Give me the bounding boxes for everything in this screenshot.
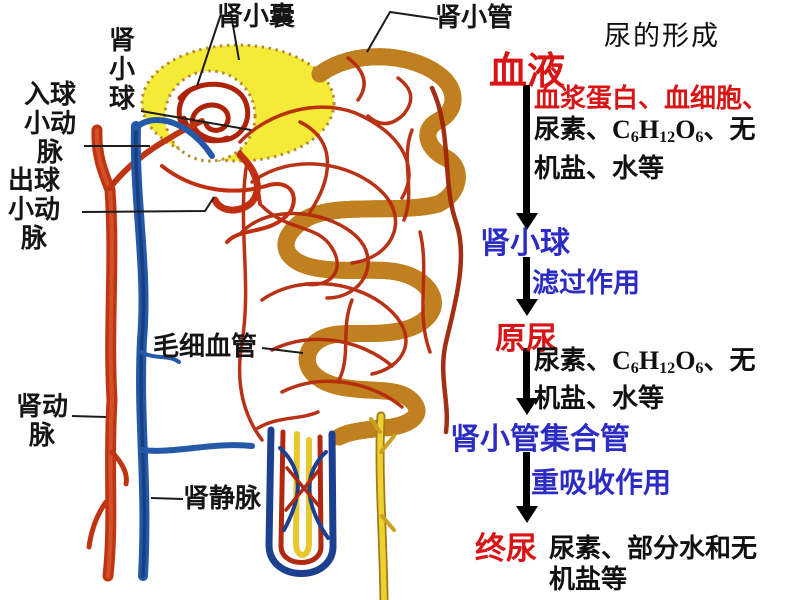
flow-arrow-filtration <box>523 257 530 299</box>
slide-title: 尿的形成 <box>604 21 720 51</box>
blood-components-black: 尿素、C6H12O6、无机盐、水等 <box>534 115 756 184</box>
loop-of-henle-bundle-drawing <box>265 426 337 577</box>
renal-artery-drawing <box>86 118 205 582</box>
label-renal-capsule: 肾小囊 <box>217 2 296 31</box>
flow-arrow-primary-to-tubule <box>523 348 530 398</box>
efferent-arteriole-drawing <box>160 150 296 244</box>
label-capillary: 毛细血管 <box>153 332 258 361</box>
label-renal-tubule: 肾小管 <box>435 3 514 32</box>
label-renal-artery: 肾动脉 <box>15 392 68 450</box>
flow-node-tubule-collecting-duct: 肾小管集合管 <box>450 423 630 456</box>
blood-components-red: 血浆蛋白、血细胞、 <box>534 84 769 113</box>
flow-node-glomerulus: 肾小球 <box>480 227 570 260</box>
flow-node-blood: 血液 <box>489 51 566 93</box>
label-renal-vein: 肾静脉 <box>183 484 262 513</box>
bowmans-capsule-drawing <box>140 43 336 163</box>
reabsorption-label: 重吸收作用 <box>531 468 672 499</box>
nephron-diagram <box>71 10 490 600</box>
flow-arrow-reabsorption <box>523 452 530 506</box>
flow-node-final-urine: 终尿 <box>475 531 537 566</box>
leader-lines <box>71 10 439 500</box>
filtration-label: 滤过作用 <box>532 268 640 298</box>
flow-node-primary-urine: 原尿 <box>495 321 557 356</box>
primary-urine-components-text: 尿素、C6H12O6、无机盐、水等 <box>534 346 756 414</box>
renal-vein-drawing <box>130 117 255 581</box>
label-efferent-arteriole: 出球小动脉 <box>7 166 60 253</box>
blood-components-text: 血浆蛋白、血细胞、尿素、C6H12O6、无机盐、水等 <box>534 83 778 184</box>
label-afferent-arteriole: 入球小动脉 <box>23 80 76 167</box>
flow-arrow-blood-to-glomerulus <box>523 85 530 213</box>
final-urine-components-text: 尿素、部分水和无机盐等 <box>549 534 758 594</box>
label-glomerulus: 肾小球 <box>109 26 136 113</box>
collecting-duct-drawing <box>369 411 396 600</box>
